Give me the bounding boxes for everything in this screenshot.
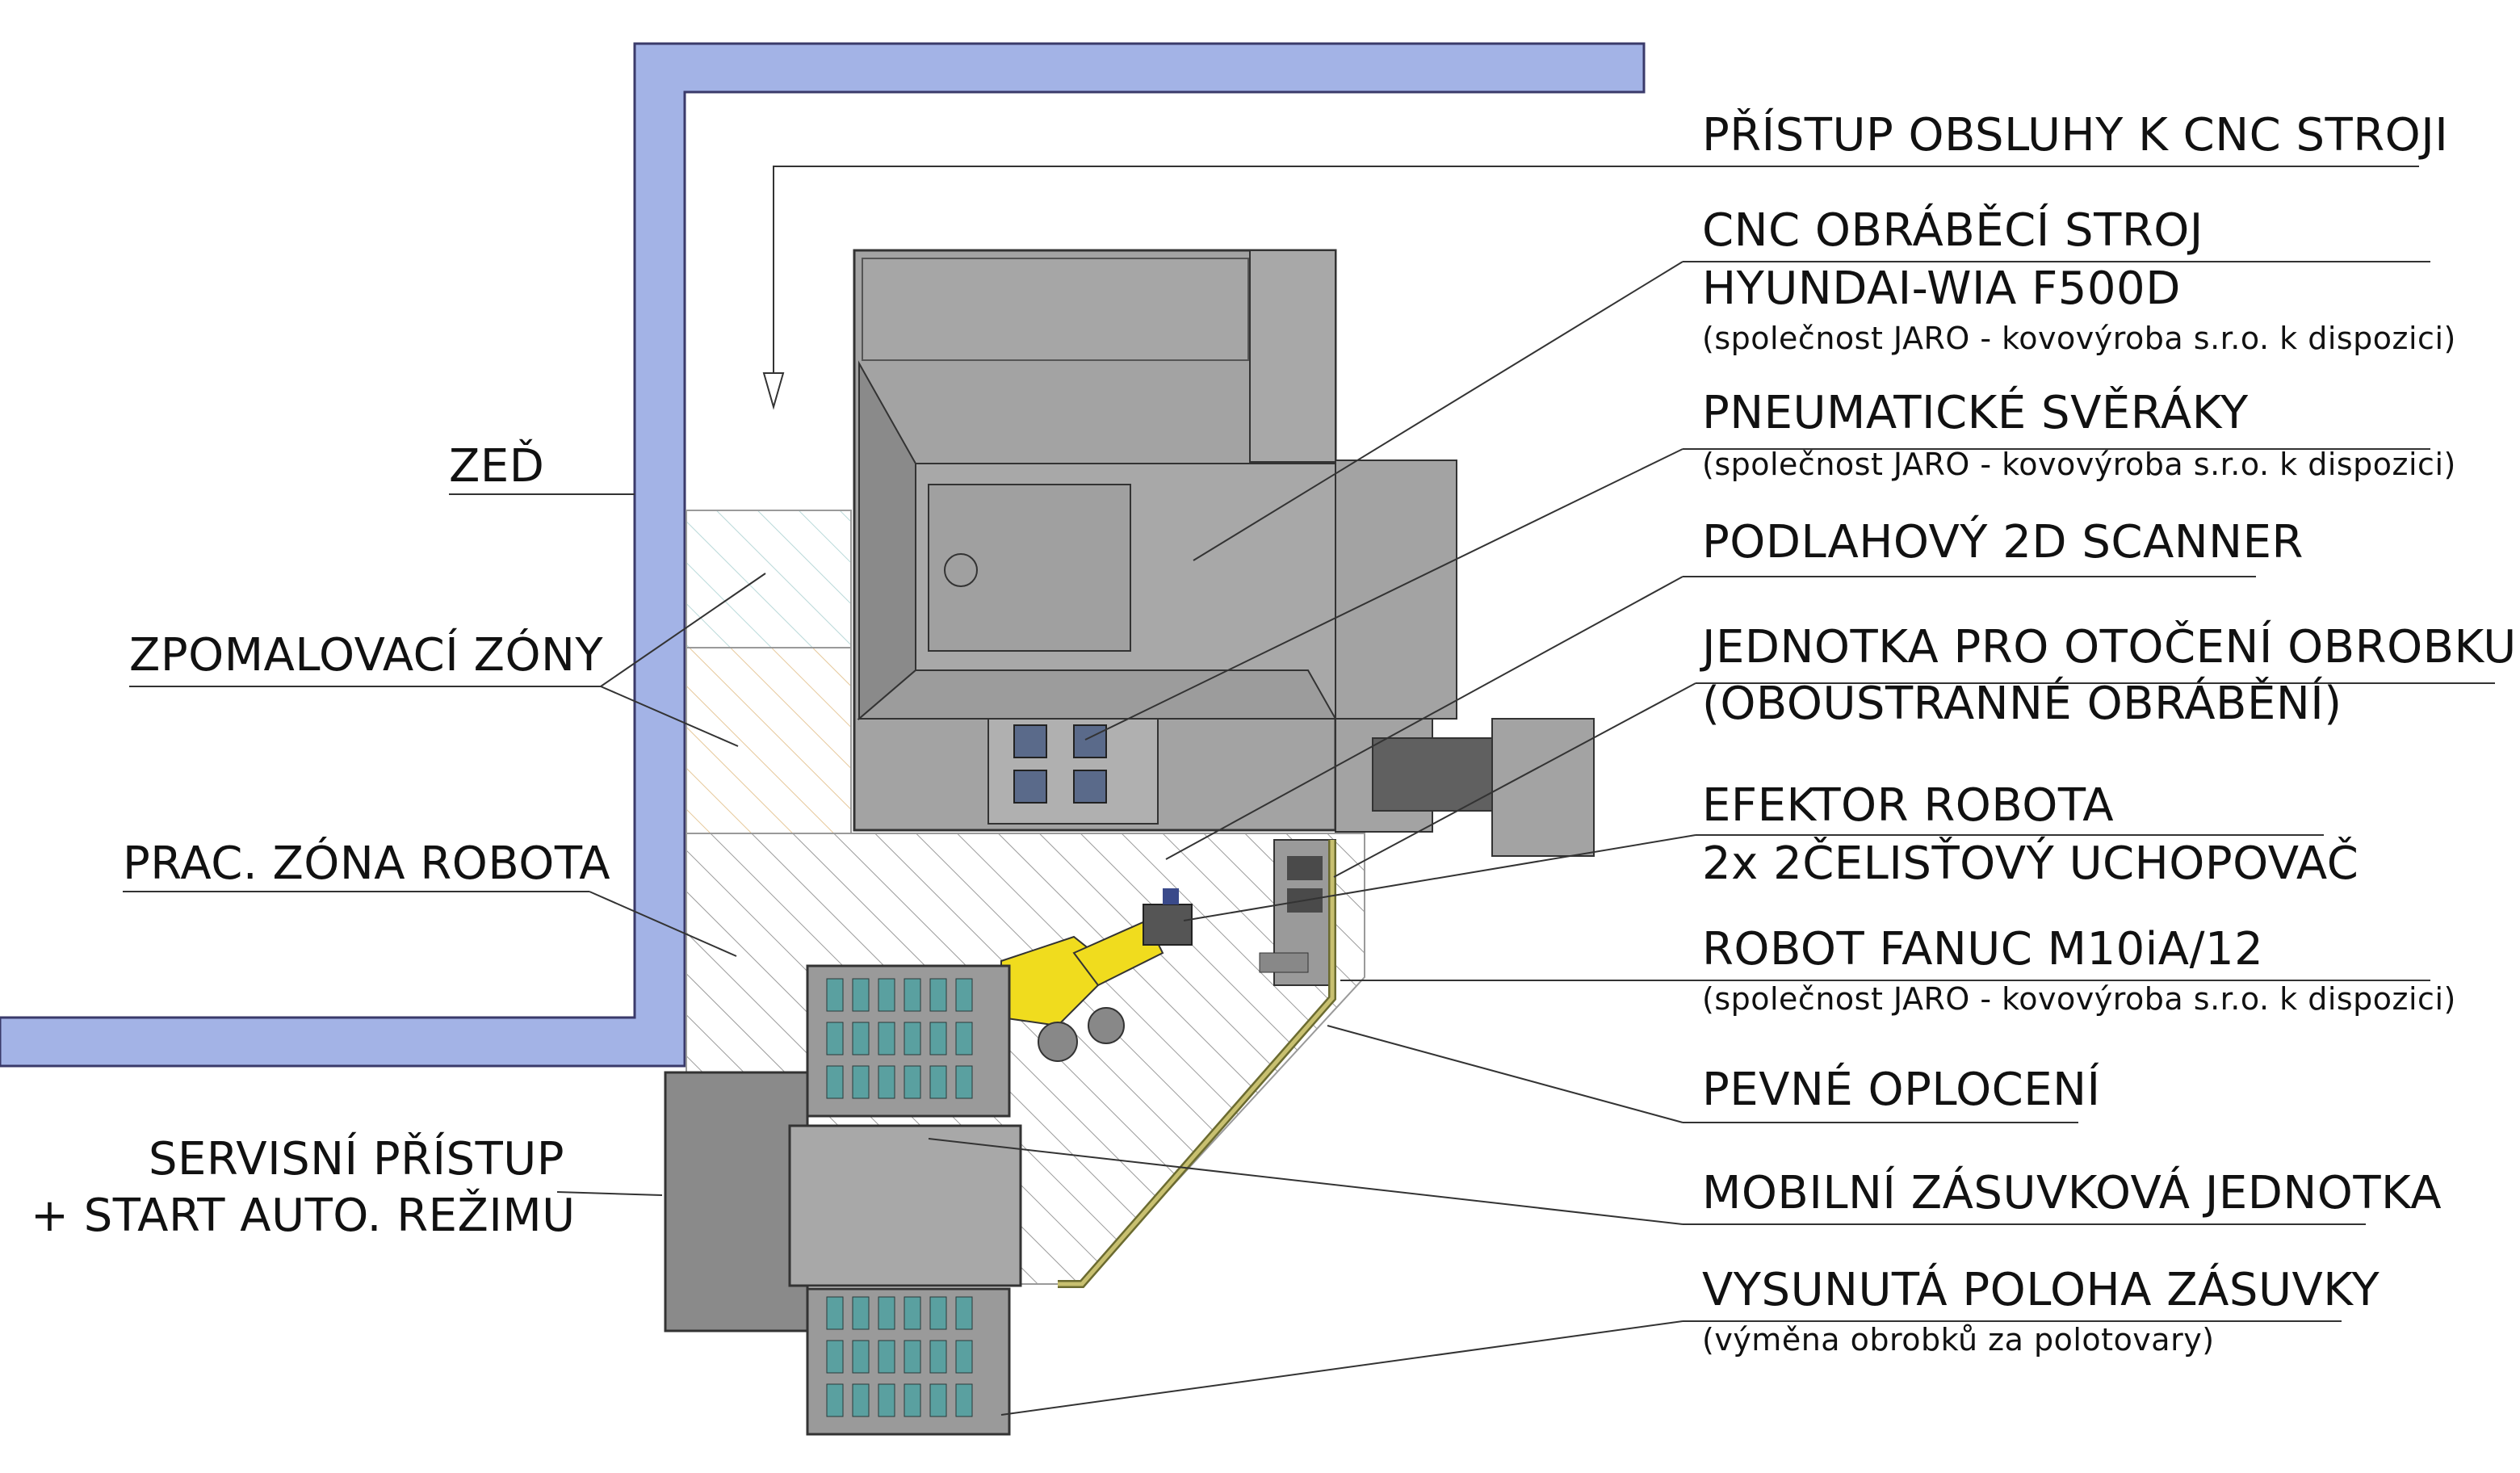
label-operator-access: PŘÍSTUP OBSLUHY K CNC STROJI — [1702, 109, 2449, 162]
label-scanner: PODLAHOVÝ 2D SCANNER — [1702, 516, 2304, 569]
label-robot: ROBOT FANUC M10iA/12 — [1702, 923, 2264, 976]
label-effector-line2: 2x 2ČELISŤOVÝ UCHOPOVAČ — [1702, 837, 2359, 890]
flip-unit — [1259, 839, 1336, 986]
label-wall: ZEĎ — [449, 440, 545, 493]
cnc-machine — [853, 249, 1595, 857]
label-robot-note: (společnost JARO - kovovýroba s.r.o. k d… — [1702, 981, 2456, 1017]
robot — [1000, 888, 1193, 1062]
slow-zone-lower — [686, 647, 852, 834]
label-drawer-out-note: (výměna obrobků za polotovary) — [1702, 1322, 2215, 1358]
wall — [0, 42, 1646, 1068]
label-flip-line2: (OBOUSTRANNÉ OBRÁBĚNÍ) — [1702, 678, 2342, 730]
label-fence: PEVNÉ OPLOCENÍ — [1702, 1064, 2101, 1116]
slow-zone-upper — [686, 510, 852, 648]
label-effector-line1: EFEKTOR ROBOTA — [1702, 779, 2115, 832]
label-cnc-line1: CNC OBRÁBĚCÍ STROJ — [1702, 204, 2203, 257]
label-vises: PNEUMATICKÉ SVĚRÁKY — [1702, 387, 2249, 439]
label-vises-note: (společnost JARO - kovovýroba s.r.o. k d… — [1702, 447, 2456, 482]
leader-lines — [123, 166, 2495, 1416]
label-flip-line1: JEDNOTKA PRO OTOČENÍ OBROBKU — [1702, 621, 2517, 674]
label-drawer-out: VYSUNUTÁ POLOHA ZÁSUVKY — [1702, 1264, 2380, 1316]
label-cnc-line2: HYUNDAI-WIA F500D — [1702, 262, 2181, 315]
label-cnc-note: (společnost JARO - kovovýroba s.r.o. k d… — [1702, 321, 2456, 356]
label-service-line2: + START AUTO. REŽIMU — [31, 1190, 576, 1242]
label-drawer-unit: MOBILNÍ ZÁSUVKOVÁ JEDNOTKA — [1702, 1167, 2442, 1219]
label-service-line1: SERVISNÍ PŘÍSTUP — [149, 1133, 565, 1186]
label-slow-zones: ZPOMALOVACÍ ZÓNY — [129, 629, 604, 682]
label-robot-zone: PRAC. ZÓNA ROBOTA — [123, 837, 611, 890]
mobile-drawer-unit — [664, 964, 1022, 1436]
